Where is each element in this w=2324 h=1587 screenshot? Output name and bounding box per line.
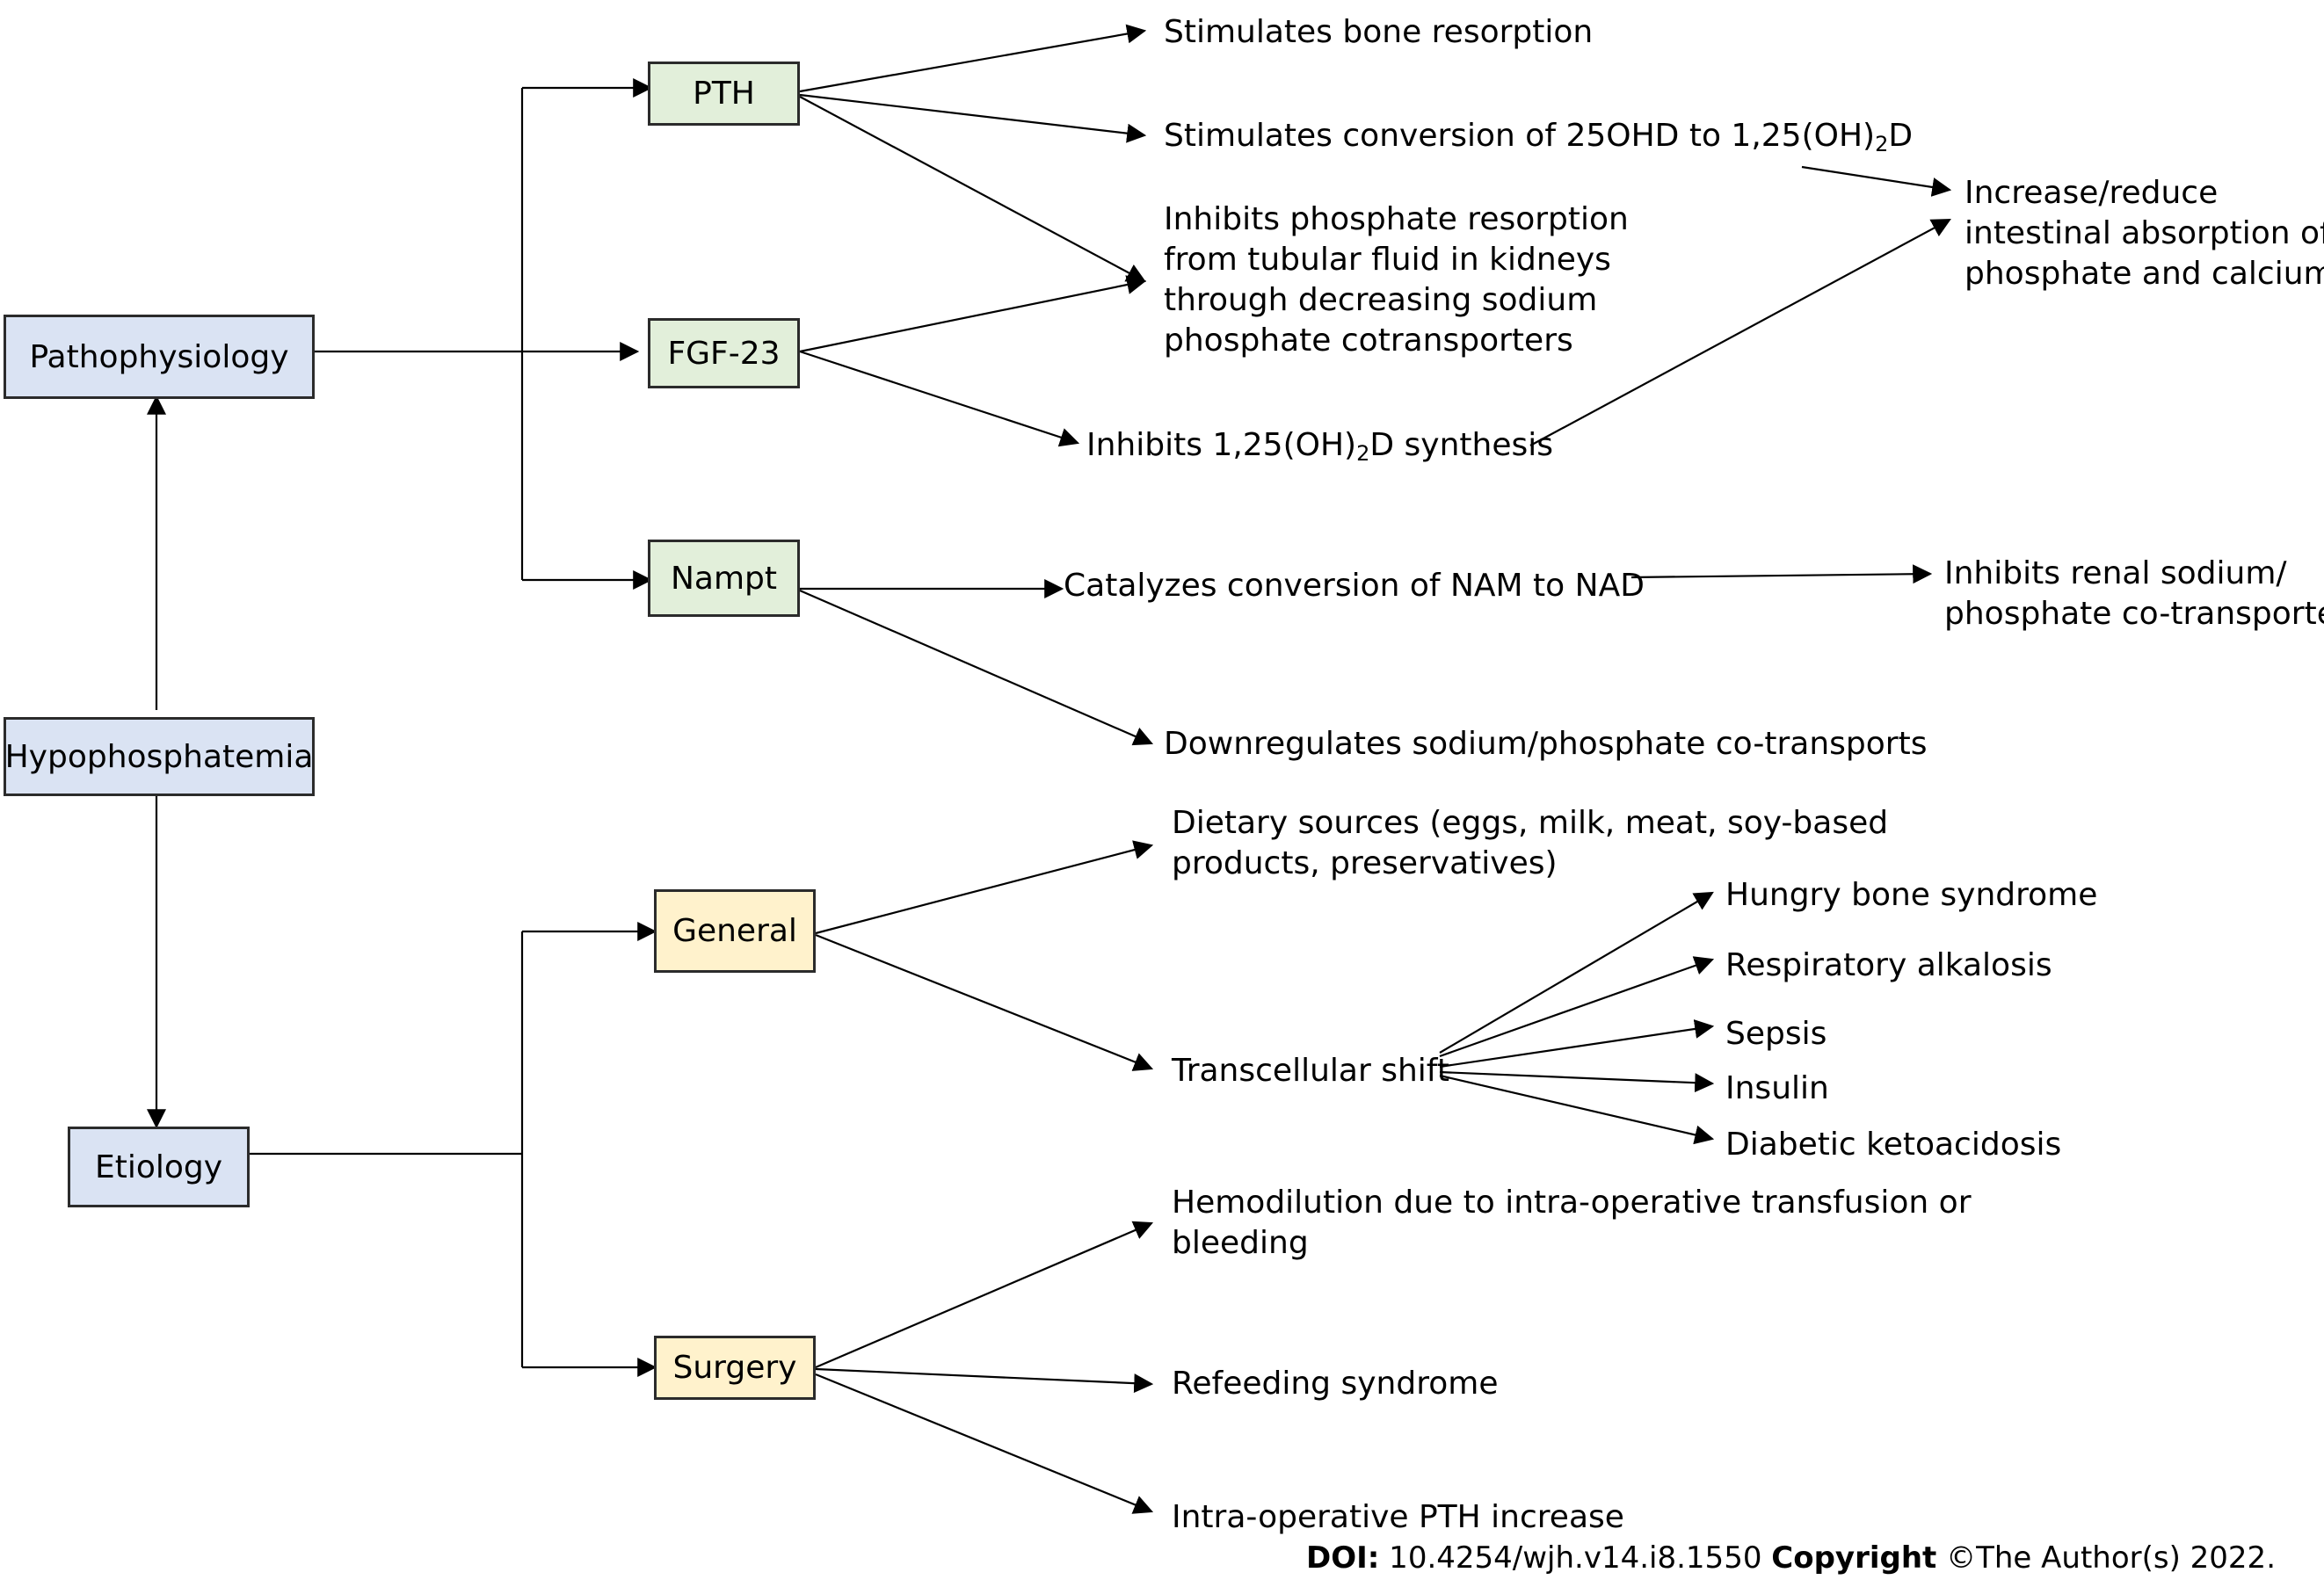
conversion-suffix: D: [1888, 118, 1914, 154]
bone-resorption-label: Stimulates bone resorption: [1164, 14, 1594, 50]
general-box: General: [654, 889, 816, 973]
phosphate-line-4: phosphate cotransporters: [1164, 322, 1573, 359]
renal-transporter-label: Inhibits renal sodium/ phosphate co-tran…: [1944, 554, 2324, 634]
synthesis-label: Inhibits 1,25(OH)2D synthesis: [1086, 425, 1553, 466]
conversion-text: Stimulates conversion of 25OHD to 1,25(O…: [1164, 118, 1876, 154]
etiology-box: Etiology: [68, 1127, 250, 1207]
intestinal-line-2: intestinal absorption of: [1965, 215, 2324, 251]
nampt-to-downregulates: [799, 589, 1154, 746]
hemodilution-label: Hemodilution due to intra-operative tran…: [1172, 1183, 1972, 1264]
dietary-line-2: products, preservatives): [1172, 845, 1558, 881]
renal-line-1: Inhibits renal sodium/: [1944, 555, 2287, 591]
synthesis-subscript: 2: [1356, 441, 1370, 466]
hemodilution-line-2: bleeding: [1172, 1225, 1309, 1261]
copyright-value: ©The Author(s) 2022.: [1936, 1540, 2277, 1576]
dietary-line-1: Dietary sources (eggs, milk, meat, soy-b…: [1172, 805, 1889, 841]
surgery-box: Surgery: [654, 1336, 816, 1400]
intraoperative-pth-label: Intra-operative PTH increase: [1172, 1499, 1624, 1535]
refeeding-syndrome-label: Refeeding syndrome: [1172, 1366, 1499, 1402]
pth-to-conversion: [799, 93, 1147, 143]
hemodilution-line-1: Hemodilution due to intra-operative tran…: [1172, 1185, 1972, 1221]
general-to-transcellular: [815, 933, 1154, 1071]
insulin-label: Insulin: [1725, 1070, 1829, 1106]
respiratory-alkalosis-label: Respiratory alkalosis: [1725, 947, 2052, 983]
sepsis-label: Sepsis: [1725, 1016, 1827, 1052]
hungry-bone-label: Hungry bone syndrome: [1725, 877, 2098, 913]
doi-label: DOI:: [1306, 1540, 1380, 1576]
doi-value: 10.4254/wjh.v14.i8.1550: [1379, 1540, 1772, 1576]
fgf23-box: FGF-23: [648, 318, 800, 388]
general-to-dietary: [815, 840, 1154, 935]
transcellular-to-sepsis: [1439, 1019, 1715, 1069]
surgery-to-refeeding: [815, 1367, 1154, 1394]
surgery-to-intraop-pth: [815, 1373, 1154, 1514]
pth-to-phosphate: [799, 96, 1146, 283]
intestinal-line-1: Increase/reduce: [1965, 175, 2219, 211]
synthesis-text: Inhibits 1,25(OH): [1086, 427, 1357, 463]
intestinal-line-3: phosphate and calcium: [1965, 256, 2324, 292]
synthesis-to-intestinal: [1529, 218, 1951, 446]
phosphate-line-1: Inhibits phosphate resorption: [1164, 201, 1629, 237]
doi-footer: DOI: 10.4254/wjh.v14.i8.1550 Copyright ©…: [1306, 1540, 2276, 1576]
renal-line-2: phosphate co-transporter: [1944, 596, 2324, 632]
intestinal-absorption-label: Increase/reduce intestinal absorption of…: [1965, 173, 2324, 294]
transcellular-shift-label: Transcellular shift: [1172, 1053, 1449, 1089]
dietary-sources-label: Dietary sources (eggs, milk, meat, soy-b…: [1172, 803, 1888, 884]
nampt-box: Nampt: [648, 540, 800, 617]
synthesis-suffix: D synthesis: [1369, 427, 1553, 463]
hypophosphatemia-box: Hypophosphatemia: [4, 717, 315, 796]
pth-to-bone-resorption: [799, 24, 1147, 93]
catalyzes-label: Catalyzes conversion of NAM to NAD: [1064, 568, 1645, 604]
diabetic-ketoacidosis-label: Diabetic ketoacidosis: [1725, 1127, 2062, 1163]
fgf23-to-synthesis: [799, 350, 1080, 447]
transcellular-to-dka: [1439, 1074, 1715, 1145]
conversion-subscript: 2: [1875, 132, 1889, 156]
downregulates-label: Downregulates sodium/phosphate co-transp…: [1164, 726, 1928, 762]
phosphate-line-3: through decreasing sodium: [1164, 282, 1598, 318]
fgf23-to-phosphate: [799, 275, 1147, 353]
catalyzes-to-renal: [1630, 564, 1933, 584]
surgery-to-hemodilution: [815, 1221, 1154, 1369]
conversion-to-intestinal: [1801, 165, 1952, 197]
phosphate-line-2: from tubular fluid in kidneys: [1164, 242, 1611, 278]
phosphate-resorption-label: Inhibits phosphate resorption from tubul…: [1164, 199, 1629, 361]
pathophysiology-box: Pathophysiology: [4, 315, 315, 399]
transcellular-to-insulin: [1439, 1070, 1715, 1093]
transcellular-to-hungry-bone: [1439, 891, 1714, 1054]
conversion-label: Stimulates conversion of 25OHD to 1,25(O…: [1164, 116, 1913, 156]
transcellular-to-respiratory: [1439, 956, 1715, 1058]
copyright-label: Copyright: [1771, 1540, 1937, 1576]
pth-box: PTH: [648, 62, 800, 126]
